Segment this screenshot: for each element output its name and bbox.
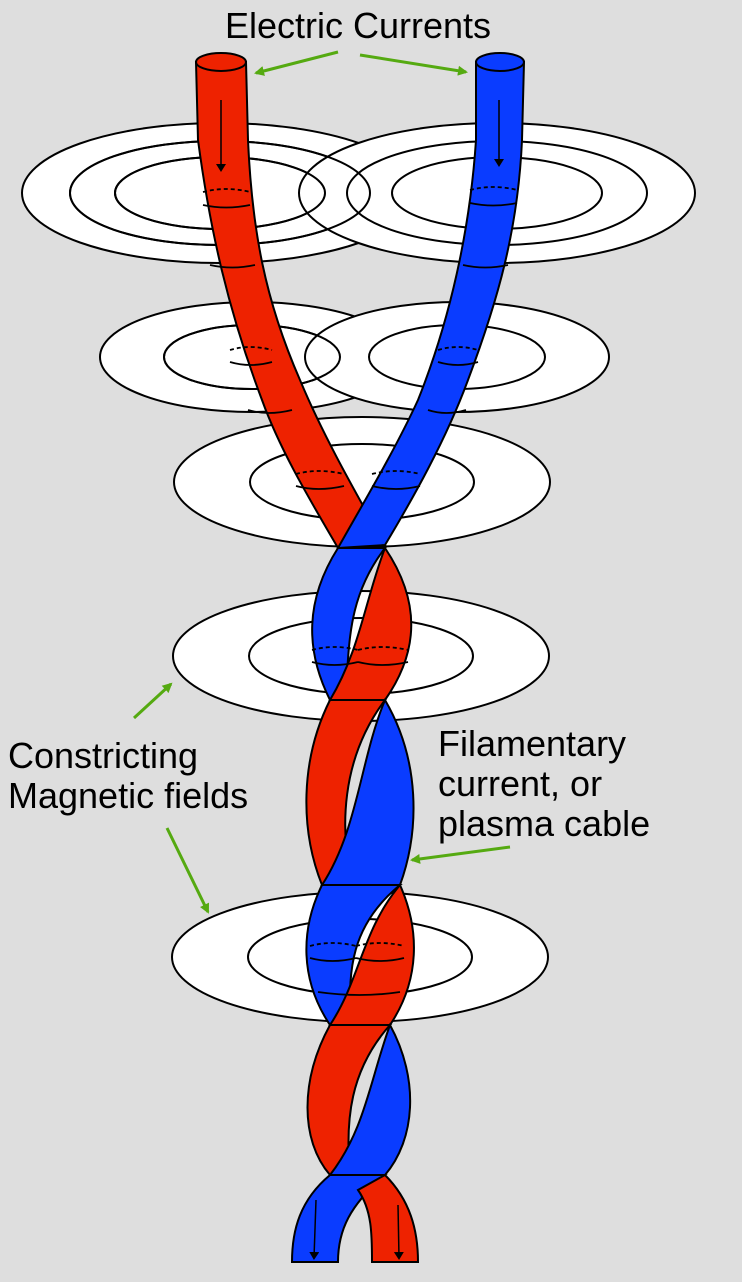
arrow-to-field-fifth [165, 827, 210, 914]
label-constricting: Constricting [8, 735, 198, 776]
label-magnetic-fields: Magnetic fields [8, 775, 248, 816]
red-exit-arrow [393, 1204, 404, 1260]
arrow-to-red-top [254, 50, 339, 76]
red-tube-top [195, 52, 247, 72]
field-ring-fifth [171, 891, 549, 1023]
blue-exit-arrow [309, 1199, 320, 1260]
arrow-to-field-fourth [132, 682, 173, 720]
label-filamentary: Filamentary [438, 723, 626, 764]
label-electric-currents: Electric Currents [225, 5, 491, 46]
arrow-to-twisted-filament [410, 845, 511, 864]
arrow-to-blue-top [359, 53, 468, 76]
label-current-or: current, or [438, 763, 602, 804]
blue-tube-top [475, 52, 525, 72]
twisted-filament-lower [290, 545, 420, 1263]
pointer-arrows [132, 50, 511, 914]
field-ring-third [173, 416, 551, 548]
label-plasma-cable: plasma cable [438, 803, 650, 844]
blue-filament-upper [336, 61, 526, 550]
